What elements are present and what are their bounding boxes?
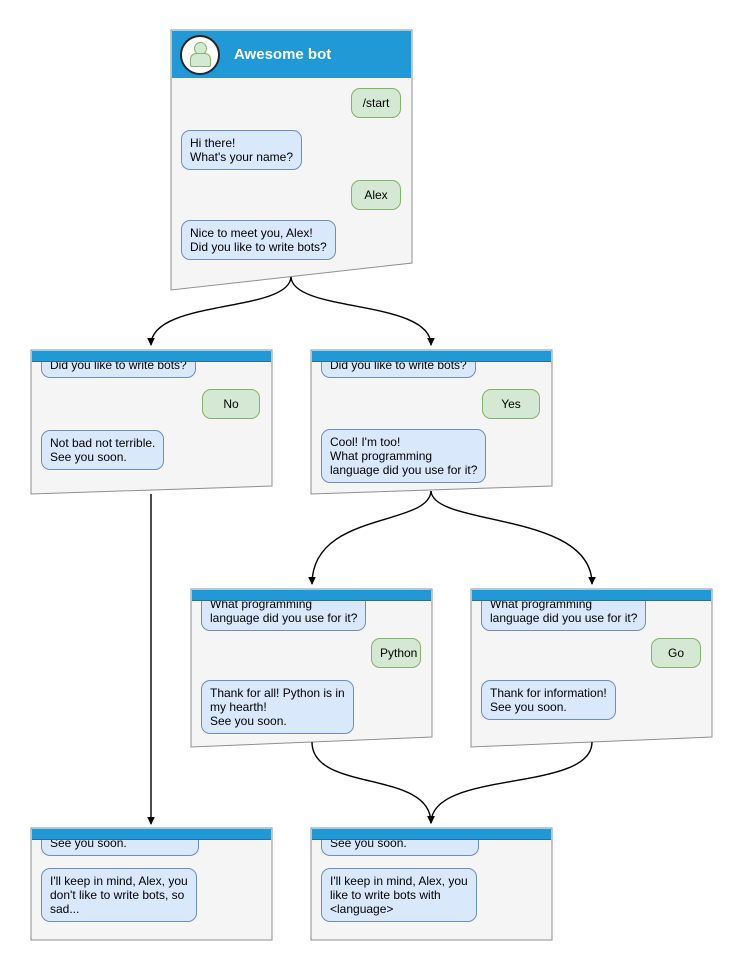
title-strip [192,590,431,601]
edge-root-to-branch-no [147,276,292,346]
bot-message-bubble: Thank for all! Python is in my hearth! S… [201,680,354,735]
edge-python-to-end-yes [311,741,435,824]
title-strip [312,829,551,840]
chat-window-branch-yes: Did you like to write bots? Yes Cool! I'… [311,350,552,494]
chat-window-branch-go: What programming language did you use fo… [471,589,712,747]
title-strip [472,590,711,601]
edge-root-to-branch-yes [290,276,435,346]
edge-branch-yes-to-python [308,490,432,585]
bot-message-bubble: Cool! I'm too! What programming language… [321,429,487,484]
bot-message-bubble: Nice to meet you, Alex! Did you like to … [181,220,336,261]
user-message-bubble: Alex [351,180,401,211]
edge-go-to-end-yes [427,741,593,824]
edge-branch-yes-to-go [430,490,596,585]
user-message-bubble: Go [651,638,701,669]
bot-message-bubble: I'll keep in mind, Alex, you like to wri… [321,868,477,923]
chat-window-header: Awesome bot [172,31,411,78]
bot-message-bubble: Hi there! What's your name? [181,130,303,171]
title-strip [32,829,271,840]
user-message-bubble: Python [371,638,421,669]
user-message-bubble: Yes [482,389,540,420]
bot-message-bubble: I'll keep in mind, Alex, you don't like … [41,868,197,923]
title-strip [312,351,551,362]
bot-message-bubble: Thank for information! See you soon. [481,680,616,721]
title-strip [32,351,271,362]
avatar [180,34,220,75]
bot-title: Awesome bot [234,46,332,63]
chat-window-branch-python: What programming language did you use fo… [191,589,432,747]
chat-window-branch-no: Did you like to write bots? No Not bad n… [31,350,272,494]
person-icon-body [189,52,211,67]
chat-window-root: Awesome bot /start Hi there! What's your… [171,30,412,290]
user-message-bubble: No [202,389,260,420]
bot-message-bubble: Not bad not terrible. See you soon. [41,430,165,471]
user-message-bubble: /start [351,88,401,119]
chat-window-end-no: See you soon. I'll keep in mind, Alex, y… [31,828,272,940]
chat-window-end-yes: See you soon. I'll keep in mind, Alex, y… [311,828,552,940]
